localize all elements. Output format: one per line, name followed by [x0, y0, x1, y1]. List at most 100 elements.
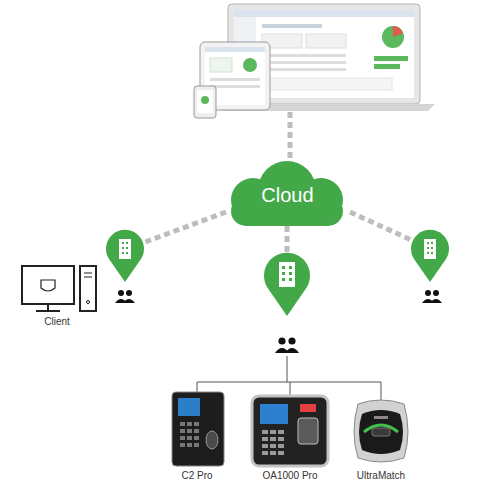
ultramatch-device-part	[359, 410, 403, 454]
oa1000-pro-device-part	[278, 437, 284, 441]
laptop-illustration-part	[194, 86, 216, 118]
cloud-node: Cloud	[215, 160, 360, 228]
c2-pro-device-part	[180, 422, 185, 426]
location-pin-part	[106, 230, 144, 282]
location-pin-part	[122, 252, 124, 254]
location-pin-part	[427, 247, 429, 249]
client-computer-part	[22, 266, 74, 304]
location-pin-part	[122, 242, 124, 244]
device-label: UltraMatch	[357, 470, 405, 481]
laptop-illustration-part	[262, 78, 392, 90]
device-bracket-part	[290, 382, 291, 396]
location-pin-part	[431, 247, 433, 249]
oa1000-pro-device-part	[278, 430, 284, 434]
laptop-illustration-part	[382, 26, 404, 48]
node-label: Cloud	[215, 160, 360, 207]
people-icon	[422, 290, 442, 303]
ultramatch-device-part	[354, 400, 408, 462]
laptop-illustration-part	[393, 26, 403, 37]
oa1000-pro-device-part	[270, 444, 276, 448]
location-pin-part	[427, 242, 429, 244]
location-pin-part	[282, 272, 285, 275]
oa1000-pro-device-part	[262, 430, 268, 434]
location-pin-part	[424, 239, 436, 259]
people-icon-part	[278, 337, 285, 344]
laptop-illustration-part	[306, 34, 346, 48]
client-computer-part	[36, 310, 60, 312]
location-pin-part	[289, 266, 292, 269]
laptop-illustration-part	[201, 96, 209, 104]
device-label: C2 Pro	[181, 470, 212, 481]
dashed-link-part	[285, 226, 290, 252]
dashed-link-part	[288, 112, 293, 166]
c2-pro-device-part	[180, 436, 185, 440]
c2-pro-device-part	[187, 443, 192, 447]
location-pin-part	[427, 252, 429, 254]
oa1000-pro-device-part	[260, 404, 288, 424]
device-bracket-part	[197, 382, 381, 383]
device-label: OA1000 Pro	[262, 470, 317, 481]
ultramatch-device-part	[374, 416, 388, 419]
laptop-illustration-part	[234, 10, 414, 17]
device-bracket	[197, 356, 381, 400]
laptop-illustration-part	[210, 85, 260, 88]
location-pin	[106, 230, 144, 282]
oa1000-pro-device-part	[262, 444, 268, 448]
device-bracket-part	[197, 382, 198, 392]
client-computer-part	[84, 277, 92, 278]
client-computer-part	[84, 273, 92, 274]
location-pin-part	[279, 262, 295, 287]
c2-pro-device-part	[194, 422, 199, 426]
laptop-illustration-part	[262, 68, 346, 71]
location-pin-part	[264, 253, 310, 316]
c2-pro-device-part	[180, 429, 185, 433]
c2-pro-device-part	[187, 436, 192, 440]
device-bracket-part	[381, 382, 382, 400]
location-pin	[264, 253, 310, 316]
people-icon-part	[430, 299, 442, 303]
c2-pro-device-part	[187, 422, 192, 426]
c2-pro-device-part	[194, 436, 199, 440]
c2-pro-device-part	[187, 429, 192, 433]
client-computer-part	[80, 266, 96, 311]
people-icon	[275, 337, 299, 353]
ultramatch-device-part	[372, 428, 390, 436]
people-icon-part	[118, 290, 124, 296]
c2-pro-device-part	[206, 431, 218, 449]
laptop-illustration-part	[262, 54, 346, 57]
laptop-illustration-part	[210, 78, 260, 81]
laptop-illustration	[194, 4, 435, 118]
c2-pro-device-part	[180, 443, 185, 447]
people-icon-part	[425, 290, 431, 296]
oa1000-pro-device-part	[278, 444, 284, 448]
c2-pro-device-part	[194, 429, 199, 433]
location-pin-part	[126, 247, 128, 249]
location-pin-part	[289, 272, 292, 275]
people-icon-part	[123, 299, 135, 303]
location-pin-part	[411, 230, 449, 282]
client-computer-part	[87, 301, 90, 304]
dashed-link-part	[140, 212, 226, 244]
location-pin-part	[119, 239, 131, 259]
laptop-illustration-part	[205, 47, 265, 52]
oa1000-pro-device-part	[252, 396, 328, 466]
laptop-illustration-part	[262, 61, 346, 64]
client-computer-part	[41, 280, 55, 291]
people-icon-part	[433, 290, 439, 296]
laptop-illustration-part	[262, 24, 322, 28]
laptop-illustration-part	[210, 58, 232, 72]
oa1000-pro-device-part	[270, 451, 276, 455]
oa1000-pro-device-part	[262, 451, 268, 455]
location-pin-part	[431, 252, 433, 254]
people-icon-part	[288, 337, 295, 344]
c2-pro-device-part	[178, 398, 200, 416]
oa1000-pro-device-part	[262, 437, 268, 441]
oa1000-pro-device-part	[298, 418, 318, 444]
c2-pro-device-part	[172, 392, 224, 466]
oa1000-pro-device-part	[278, 451, 284, 455]
location-pin-part	[126, 252, 128, 254]
location-pin-part	[289, 278, 292, 281]
